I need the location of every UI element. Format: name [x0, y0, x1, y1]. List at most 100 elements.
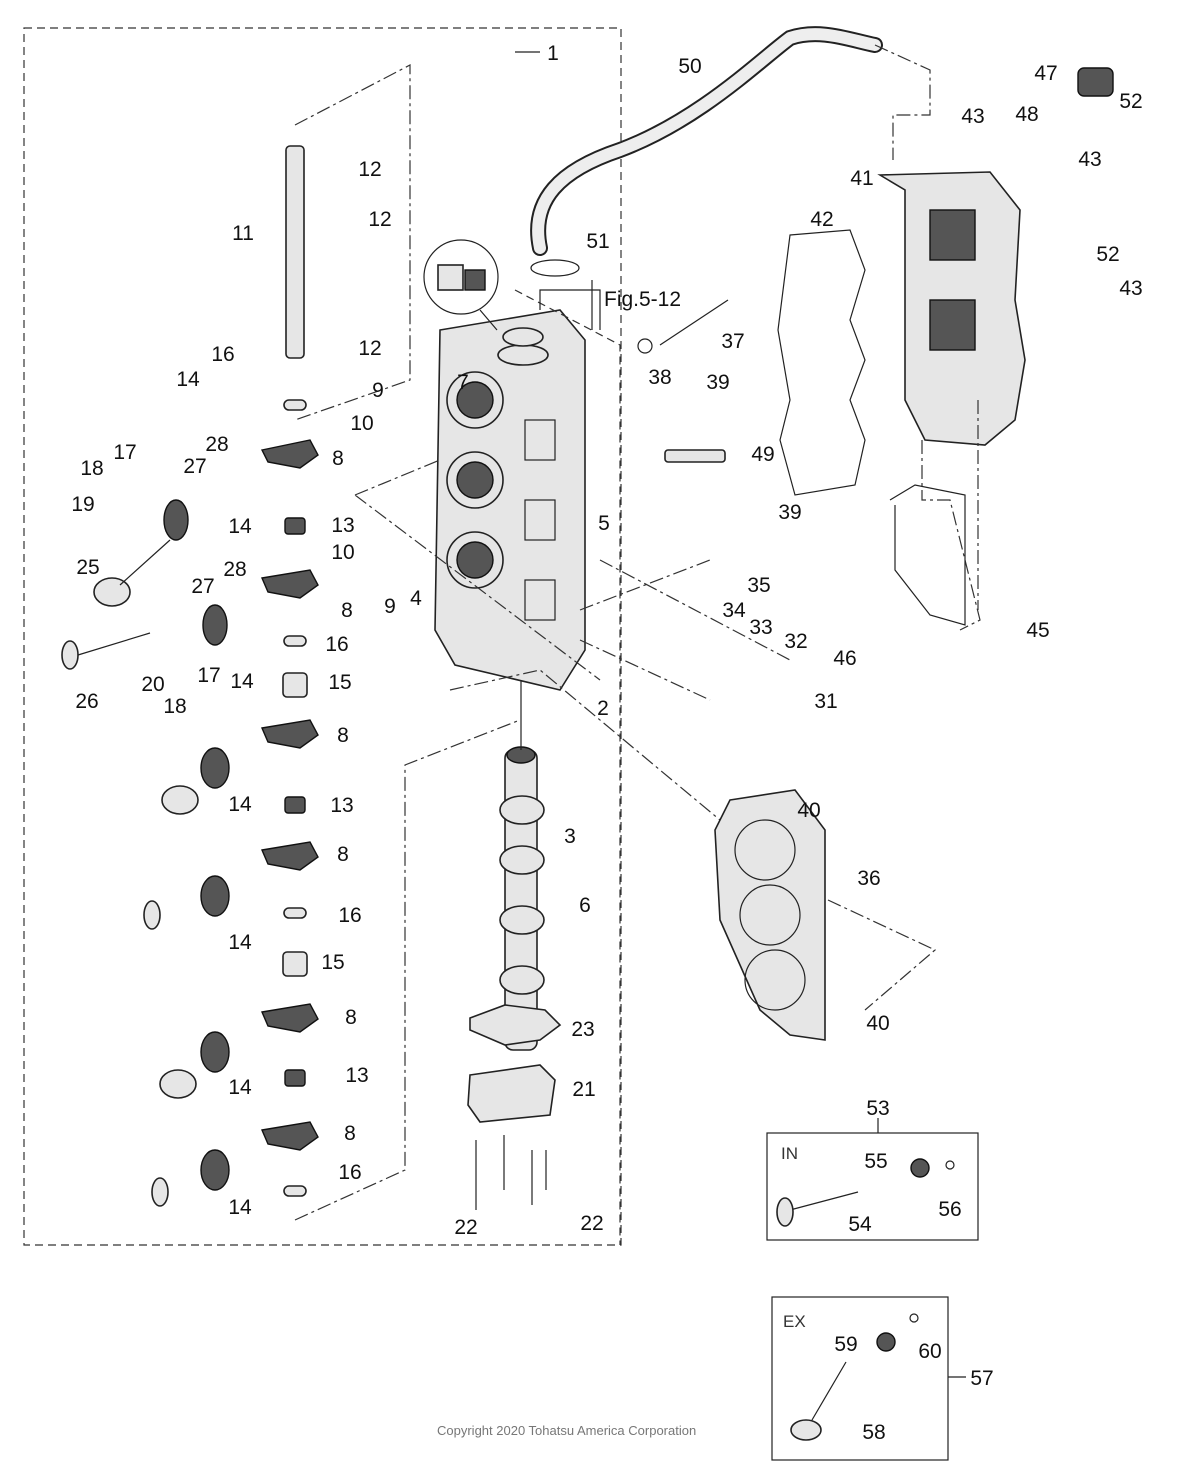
- cylinder-head: [434, 309, 586, 691]
- figure-reference-link[interactable]: Fig.5-12: [604, 288, 681, 311]
- callout-14[interactable]: 14: [176, 368, 200, 391]
- callout-17[interactable]: 17: [113, 441, 136, 464]
- callout-14[interactable]: 14: [230, 670, 254, 693]
- callout-50[interactable]: 50: [678, 55, 701, 78]
- callout-1[interactable]: 1: [547, 42, 559, 65]
- callout-23[interactable]: 23: [571, 1018, 594, 1041]
- callout-40[interactable]: 40: [866, 1012, 889, 1035]
- callout-8[interactable]: 8: [341, 599, 353, 622]
- callout-17[interactable]: 17: [197, 664, 220, 687]
- callout-45[interactable]: 45: [1026, 619, 1049, 642]
- callout-5[interactable]: 5: [598, 512, 610, 535]
- callout-37[interactable]: 37: [721, 330, 744, 353]
- callout-60[interactable]: 60: [918, 1340, 941, 1363]
- callout-14[interactable]: 14: [228, 1196, 252, 1219]
- callout-49[interactable]: 49: [751, 443, 774, 466]
- callout-59[interactable]: 59: [834, 1333, 857, 1356]
- callout-57[interactable]: 57: [970, 1367, 993, 1390]
- assembly-boundary-1: [23, 27, 622, 1246]
- callout-54[interactable]: 54: [848, 1213, 872, 1236]
- callout-18[interactable]: 18: [163, 695, 186, 718]
- callout-13[interactable]: 13: [345, 1064, 368, 1087]
- callout-6[interactable]: 6: [579, 894, 591, 917]
- callout-53[interactable]: 53: [866, 1097, 889, 1120]
- callout-3[interactable]: 3: [564, 825, 576, 848]
- head-gasket: [714, 789, 826, 1041]
- callout-15[interactable]: 15: [328, 671, 351, 694]
- callout-14[interactable]: 14: [228, 515, 252, 538]
- callout-25[interactable]: 25: [76, 556, 99, 579]
- callout-41[interactable]: 41: [850, 167, 873, 190]
- callout-28[interactable]: 28: [205, 433, 228, 456]
- callout-9[interactable]: 9: [372, 379, 384, 402]
- callout-10[interactable]: 10: [331, 541, 354, 564]
- callout-46[interactable]: 46: [833, 647, 856, 670]
- callout-43[interactable]: 43: [1119, 277, 1142, 300]
- callout-39[interactable]: 39: [778, 501, 801, 524]
- inset-box-in: [766, 1132, 979, 1241]
- callout-35[interactable]: 35: [747, 574, 770, 597]
- callout-33[interactable]: 33: [749, 616, 772, 639]
- spark-plug: [664, 449, 726, 463]
- callout-47[interactable]: 47: [1034, 62, 1057, 85]
- callout-14[interactable]: 14: [228, 793, 252, 816]
- callout-13[interactable]: 13: [331, 514, 354, 537]
- callout-26[interactable]: 26: [75, 690, 98, 713]
- callout-7[interactable]: 7: [457, 371, 469, 394]
- callout-34[interactable]: 34: [722, 599, 746, 622]
- copyright-notice: Copyright 2020 Tohatsu America Corporati…: [437, 1423, 697, 1438]
- callout-38[interactable]: 38: [648, 366, 671, 389]
- callout-27[interactable]: 27: [183, 455, 206, 478]
- callout-43[interactable]: 43: [1078, 148, 1101, 171]
- callout-39[interactable]: 39: [706, 371, 729, 394]
- callout-4[interactable]: 4: [410, 587, 422, 610]
- callout-18[interactable]: 18: [80, 457, 103, 480]
- callout-9[interactable]: 9: [384, 595, 396, 618]
- callout-12[interactable]: 12: [368, 208, 391, 231]
- callout-22[interactable]: 22: [580, 1212, 603, 1235]
- inset-box-ex: [771, 1296, 949, 1461]
- callout-16[interactable]: 16: [211, 343, 234, 366]
- callout-8[interactable]: 8: [332, 447, 344, 470]
- callout-22[interactable]: 22: [454, 1216, 477, 1239]
- callout-55[interactable]: 55: [864, 1150, 887, 1173]
- callout-40[interactable]: 40: [797, 799, 820, 822]
- callout-21[interactable]: 21: [572, 1078, 595, 1101]
- callout-15[interactable]: 15: [321, 951, 344, 974]
- callout-27[interactable]: 27: [191, 575, 214, 598]
- callout-16[interactable]: 16: [338, 1161, 361, 1184]
- callout-51[interactable]: 51: [586, 230, 609, 253]
- callout-56[interactable]: 56: [938, 1198, 961, 1221]
- callout-8[interactable]: 8: [337, 724, 349, 747]
- callout-2[interactable]: 2: [597, 697, 609, 720]
- callout-14[interactable]: 14: [228, 931, 252, 954]
- callout-13[interactable]: 13: [330, 794, 353, 817]
- callout-16[interactable]: 16: [325, 633, 348, 656]
- callout-43[interactable]: 43: [961, 105, 984, 128]
- detail-icon: [423, 239, 499, 315]
- callout-19[interactable]: 19: [71, 493, 94, 516]
- callout-42[interactable]: 42: [810, 208, 833, 231]
- cover-gasket: [777, 229, 866, 496]
- callout-12[interactable]: 12: [358, 158, 381, 181]
- callout-12[interactable]: 12: [358, 337, 381, 360]
- callout-16[interactable]: 16: [338, 904, 361, 927]
- callout-8[interactable]: 8: [337, 843, 349, 866]
- callout-8[interactable]: 8: [345, 1006, 357, 1029]
- callout-36[interactable]: 36: [857, 867, 880, 890]
- callout-52[interactable]: 52: [1119, 90, 1142, 113]
- inset-in-label: IN: [781, 1144, 798, 1163]
- callout-10[interactable]: 10: [350, 412, 373, 435]
- callout-14[interactable]: 14: [228, 1076, 252, 1099]
- callout-48[interactable]: 48: [1015, 103, 1038, 126]
- callout-52[interactable]: 52: [1096, 243, 1119, 266]
- callout-11[interactable]: 11: [232, 222, 254, 245]
- callout-31[interactable]: 31: [814, 690, 837, 713]
- callout-20[interactable]: 20: [141, 673, 164, 696]
- callout-58[interactable]: 58: [862, 1421, 885, 1444]
- callout-32[interactable]: 32: [784, 630, 807, 653]
- callout-28[interactable]: 28: [223, 558, 246, 581]
- callout-8[interactable]: 8: [344, 1122, 356, 1145]
